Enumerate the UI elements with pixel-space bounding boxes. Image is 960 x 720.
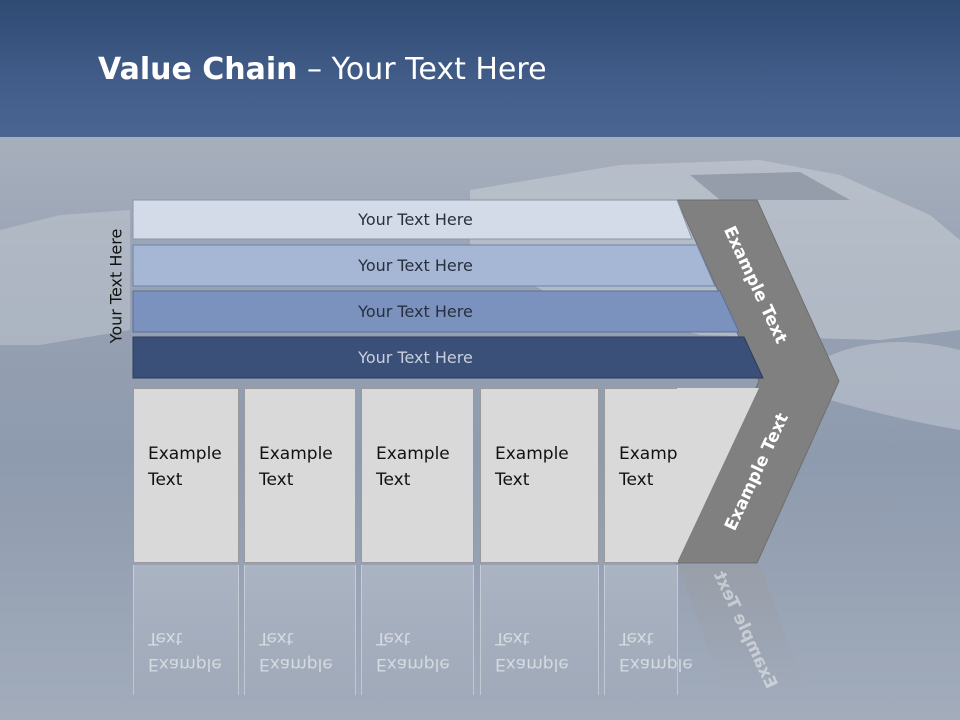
box-4-line-2: Text	[495, 470, 530, 490]
chevron-shape	[676, 199, 840, 564]
box-1-refl-line-2: Text	[148, 628, 183, 648]
box-1-reflection-text: Example Text	[148, 625, 222, 677]
box-5-reflection: Example Text	[604, 565, 693, 695]
row-2-label: Your Text Here	[358, 256, 473, 275]
title-rest: – Your Text Here	[297, 52, 547, 87]
light-band	[0, 137, 960, 167]
row-1: Your Text Here	[133, 200, 698, 239]
box-1-line-1: Example	[148, 444, 222, 464]
box-2-refl-line-2: Text	[259, 628, 294, 648]
box-3-refl-line-2: Text	[376, 628, 411, 648]
box-2-reflection-text: Example Text	[259, 625, 333, 677]
chevron-reflection	[678, 565, 805, 690]
box-5-line-2: Text	[619, 470, 654, 490]
box-4-refl-line-2: Text	[495, 628, 530, 648]
box-1-refl-line-1: Example	[148, 654, 222, 674]
row-4: Your Text Here	[133, 337, 698, 378]
box-5-refl-line-2: Text	[619, 628, 654, 648]
row-3: Your Text Here	[133, 291, 698, 332]
row-1-label: Your Text Here	[358, 210, 473, 229]
row-3-shape	[132, 290, 740, 333]
row-1-shape	[132, 199, 693, 240]
box-4-refl-line-1: Example	[495, 654, 569, 674]
box-3-refl-line-1: Example	[376, 654, 450, 674]
box-4-reflection-text: Example Text	[495, 625, 569, 677]
page-title: Value Chain – Your Text Here	[98, 52, 547, 87]
title-bold: Value Chain	[98, 52, 298, 87]
row-4-shape	[132, 336, 764, 379]
row-3-label: Your Text Here	[358, 302, 473, 321]
row-4-label: Your Text Here	[358, 348, 473, 367]
header-bar	[0, 0, 960, 137]
box-2-line-2: Text	[259, 470, 294, 490]
box-4-reflection: Example Text	[480, 565, 599, 695]
box-3-reflection: Example Text	[361, 565, 474, 695]
box-4-line-1: Example	[495, 444, 569, 464]
box-3-line-1: Example	[376, 444, 450, 464]
box-2-line-1: Example	[259, 444, 333, 464]
box-5-line-1: Example	[619, 444, 693, 464]
row-2-shape	[132, 244, 716, 287]
box-1-line-2: Text	[148, 470, 183, 490]
box-5-refl-line-1: Example	[619, 654, 693, 674]
box-5-reflection-text: Example Text	[619, 625, 693, 677]
box-2-reflection: Example Text	[244, 565, 356, 695]
row-2: Your Text Here	[133, 245, 698, 286]
box-2-refl-line-1: Example	[259, 654, 333, 674]
box-3-line-2: Text	[376, 470, 411, 490]
box-3-reflection-text: Example Text	[376, 625, 450, 677]
box-1-reflection: Example Text	[133, 565, 239, 695]
